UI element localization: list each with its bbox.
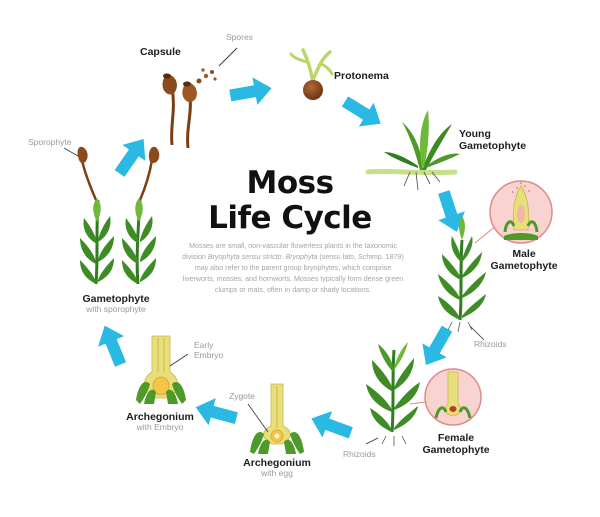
arrow-capsule-to-protonema — [227, 74, 275, 110]
female-gametophyte-illustration — [365, 342, 482, 446]
label-zygote: Zygote — [229, 391, 255, 401]
archegonium-egg-title: Archegonium — [243, 457, 311, 469]
label-young-gametophyte: Young Gametophyte — [459, 128, 527, 153]
archegonium-embryo-sub: with Embryo — [136, 422, 184, 433]
description-italic-1: Bryophyta sensu stricto — [207, 253, 282, 262]
male-gametophyte-illustration — [438, 180, 553, 341]
label-early-embryo: Early Embryo — [194, 340, 224, 360]
arrow-protonema-to-young — [337, 89, 389, 136]
label-capsule: Capsule — [140, 46, 181, 58]
title-line-2: Life Cycle — [208, 200, 372, 236]
label-archegonium-egg: Archegonium with egg — [222, 457, 332, 479]
arrow-female-to-archegonium-egg — [306, 405, 356, 446]
description-part-2: . — [281, 253, 286, 262]
arrow-embryo-to-gametophyte — [91, 320, 134, 370]
protonema-illustration — [289, 48, 334, 100]
label-gametophyte-sporophyte: Gametophyte with sporophyte — [64, 293, 168, 315]
description-text: Mosses are small, non-vascular flowerles… — [180, 241, 406, 296]
gametophyte-sporophyte-sub: with sporophyte — [86, 304, 146, 315]
label-protonema: Protonema — [334, 70, 389, 82]
young-gametophyte-illustration — [365, 110, 460, 191]
description-italic-2: Bryophyta — [285, 253, 318, 262]
label-archegonium-embryo: Archegonium with Embryo — [110, 411, 210, 433]
capsule-illustration — [162, 47, 238, 149]
arrow-male-to-female — [413, 321, 460, 373]
label-rhizoids-bottom: Rhizoids — [343, 449, 376, 459]
description-part-1: Mosses are small, non-vascular flowerles… — [182, 242, 397, 262]
archegonium-embryo-illustration — [136, 335, 189, 404]
archegonium-egg-sub: with egg — [261, 468, 293, 479]
label-spores: Spores — [226, 32, 253, 42]
label-female-gametophyte: Female Gametophyte — [422, 432, 490, 457]
title-line-1: Moss — [246, 165, 334, 201]
label-rhizoids-right: Rhizoids — [474, 339, 507, 349]
description-part-3: (sensu lato, Schimp. 1879) may also refe… — [182, 253, 404, 295]
archegonium-embryo-title: Archegonium — [126, 411, 194, 423]
label-sporophyte: Sporophyte — [28, 137, 72, 147]
diagram-title: Moss Life Cycle — [190, 166, 390, 236]
archegonium-egg-illustration — [247, 383, 304, 454]
gametophyte-sporophyte-illustration — [63, 146, 160, 285]
gametophyte-sporophyte-title: Gametophyte — [82, 293, 150, 305]
label-male-gametophyte: Male Gametophyte — [490, 248, 558, 273]
